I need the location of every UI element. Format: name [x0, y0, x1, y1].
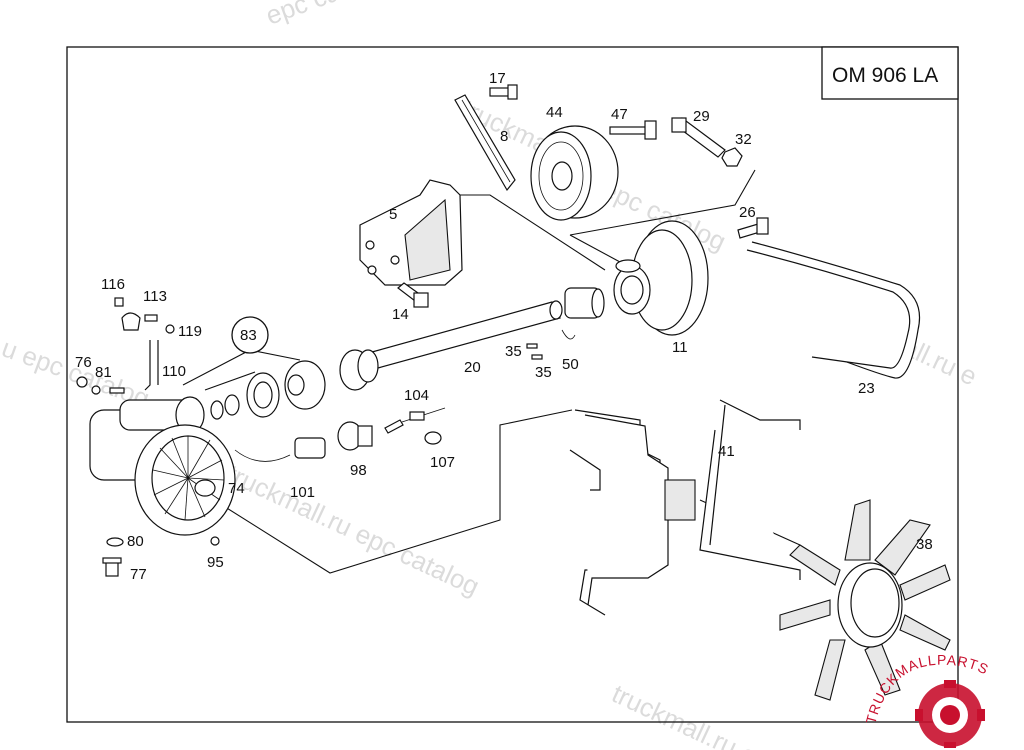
- label-17: 17: [489, 70, 506, 87]
- label-38: 38: [916, 536, 933, 553]
- label-101: 101: [290, 484, 315, 501]
- part-98-switch: [337, 421, 373, 451]
- label-95: 95: [207, 554, 224, 571]
- part-104-connector: [384, 407, 446, 434]
- label-23: 23: [858, 380, 875, 397]
- label-113: 113: [143, 288, 167, 305]
- part-5-bracket: [359, 179, 463, 286]
- label-29: 29: [693, 108, 710, 125]
- label-104: 104: [404, 387, 429, 404]
- label-5: 5: [389, 206, 397, 223]
- part-8-strut: [454, 94, 516, 192]
- label-8: 8: [500, 128, 508, 145]
- part-23-belt: [746, 241, 921, 379]
- part-35-pins: [526, 343, 543, 360]
- callout-83: [231, 316, 269, 354]
- part-labels: 17 8 44 47 29 32 5 26 116 113 119 83 14 …: [75, 70, 933, 583]
- label-107: 107: [430, 454, 455, 471]
- label-76: 76: [75, 354, 92, 371]
- label-110: 110: [162, 363, 186, 380]
- watermark-text: truckmall.ru e: [607, 678, 761, 750]
- part-101-plug: [234, 437, 326, 462]
- watermark-text: epc catalog: [262, 0, 397, 31]
- part-50-coupling: [561, 287, 605, 340]
- part-44-pulley: [530, 125, 619, 221]
- label-74: 74: [228, 480, 245, 497]
- label-83: 83: [240, 327, 257, 344]
- drawing-frame: [66, 46, 959, 723]
- label-14: 14: [392, 306, 409, 323]
- part-17-bolt: [489, 84, 518, 100]
- part-47-bolt: [609, 120, 657, 140]
- part-32-nut: [721, 147, 743, 167]
- label-35a: 35: [505, 343, 522, 360]
- part-83-rings: [210, 360, 326, 420]
- engine-title: OM 906 LA: [832, 64, 938, 87]
- label-98: 98: [350, 462, 367, 479]
- part-drive-gear: [339, 349, 379, 391]
- label-119: 119: [178, 323, 202, 340]
- label-35b: 35: [535, 364, 552, 381]
- part-107-fitting: [424, 431, 442, 445]
- part-14-bolt: [397, 282, 429, 308]
- title-box: [821, 46, 959, 100]
- label-44: 44: [546, 104, 563, 121]
- part-95-nut: [210, 536, 220, 546]
- part-29-bolt: [671, 117, 726, 158]
- label-116: 116: [101, 276, 125, 293]
- label-47: 47: [611, 106, 628, 123]
- part-11-pulley: [613, 220, 709, 336]
- part-41-bracket: [569, 399, 801, 616]
- label-26: 26: [739, 204, 756, 221]
- label-32: 32: [735, 131, 752, 148]
- part-80-washer: [106, 537, 124, 547]
- label-77: 77: [130, 566, 147, 583]
- label-80: 80: [127, 533, 144, 550]
- part-116-113-119: [114, 297, 175, 334]
- part-74-front: [134, 424, 236, 536]
- label-20: 20: [464, 359, 481, 376]
- part-110-pipe: [144, 340, 159, 391]
- label-50: 50: [562, 356, 579, 373]
- part-26-bolt: [737, 217, 769, 239]
- label-81: 81: [95, 364, 112, 381]
- part-76-81: [76, 376, 125, 395]
- part-77-plug: [102, 557, 122, 577]
- part-38-fan: [779, 499, 951, 701]
- label-11: 11: [672, 339, 688, 356]
- label-41: 41: [718, 443, 735, 460]
